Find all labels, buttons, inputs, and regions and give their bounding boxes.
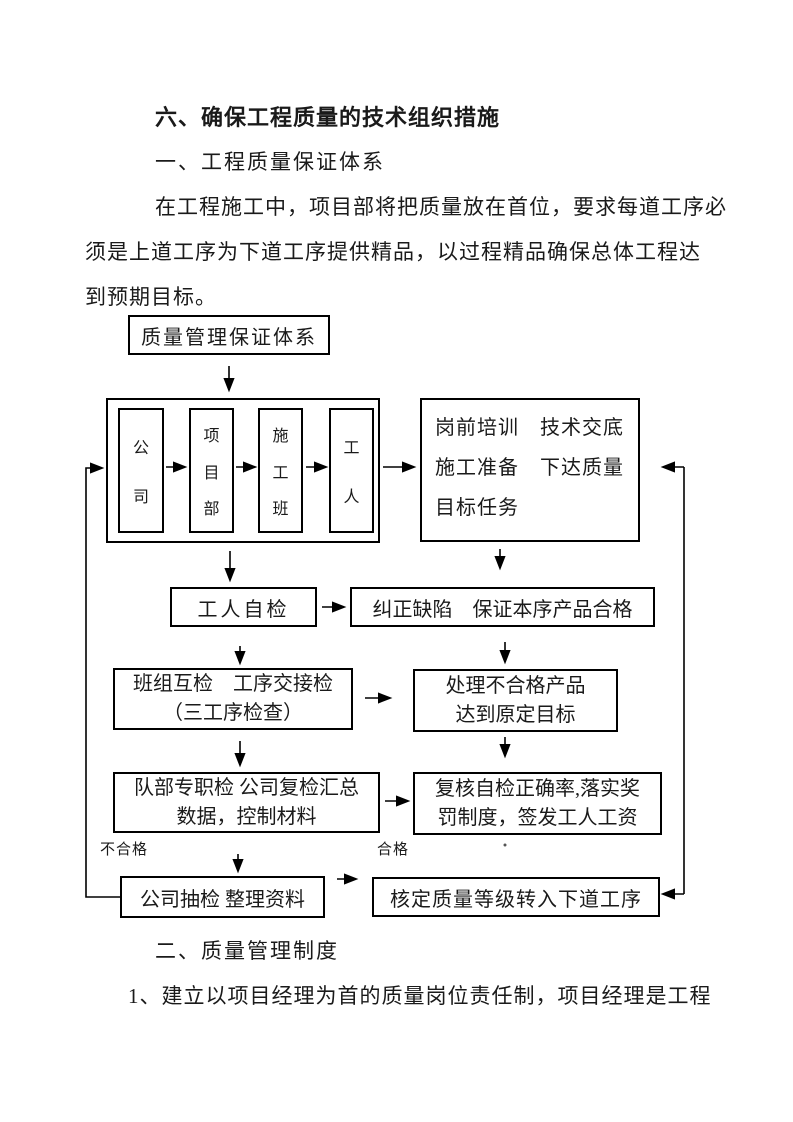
section-2-heading: 二、质量管理制度 [155,939,339,963]
flow-box-handle-defective: 处理不合格产品 达到原定目标 [413,669,618,732]
flow-box-mutual-check: 班组互检 工序交接检 （三工序检查） [113,668,353,730]
flow-box-team-inspection-line-2: 数据，控制材料 [176,805,317,828]
flow-box-company-sampling: 公司抽检 整理资料 [120,876,325,918]
paragraph-1-line-3: 到预期目标。 [85,285,217,309]
flow-box-handle-defective-line-1: 处理不合格产品 [445,674,586,697]
flow-box-preparation-line-2: 施工准备 下达质量 [435,457,624,479]
flow-box-self-check: 工人自检 [170,587,317,627]
flow-box-correct-defects: 纠正缺陷 保证本序产品合格 [350,587,655,627]
flow-box-mutual-check-line-1: 班组互检 工序交接检 [133,673,333,695]
flow-box-mutual-check-line-2: （三工序检查） [163,702,303,724]
flow-box-preparation-line-3: 目标任务 [435,497,519,519]
flow-box-company: 公司 [118,408,164,533]
flow-box-grade-next-process: 核定质量等级转入下道工序 [372,877,660,917]
paragraph-1-line-1: 在工程施工中，项目部将把质量放在首位，要求每道工序必 [155,195,727,219]
flow-box-quality-system: 质量管理保证体系 [128,315,330,355]
flow-box-review-rewards-line-2: 罚制度，签发工人工资 [437,806,638,829]
doc-title: 六、确保工程质量的技术组织措施 [155,105,501,130]
flow-label-fail: 不合格 [100,842,149,858]
flow-label-pass: 合格 [377,842,410,858]
flow-box-review-rewards-line-1: 复核自检正确率,落实奖 [435,777,640,800]
section-1-heading: 一、工程质量保证体系 [155,150,385,174]
flow-box-construction-team: 施工班 [258,408,303,533]
stray-dot [503,843,507,847]
flow-box-worker: 工人 [329,408,374,533]
paragraph-1-line-2: 须是上道工序为下道工序提供精品，以过程精品确保总体工程达 [85,240,701,264]
flow-box-preparation-line-1: 岗前培训 技术交底 [435,417,624,439]
flow-box-handle-defective-line-2: 达到原定目标 [455,703,576,726]
flow-box-review-rewards: 复核自检正确率,落实奖 罚制度，签发工人工资 [413,772,662,835]
flow-box-team-inspection-line-1: 队部专职检 公司复检汇总 [134,776,359,799]
flow-box-team-inspection: 队部专职检 公司复检汇总 数据，控制材料 [113,772,380,833]
paragraph-2-line-1: 1、建立以项目经理为首的质量岗位责任制，项目经理是工程 [128,984,712,1008]
flow-box-preparation: 岗前培训 技术交底 施工准备 下达质量 目标任务 [420,398,640,542]
flow-box-project-dept: 项目部 [189,408,234,533]
